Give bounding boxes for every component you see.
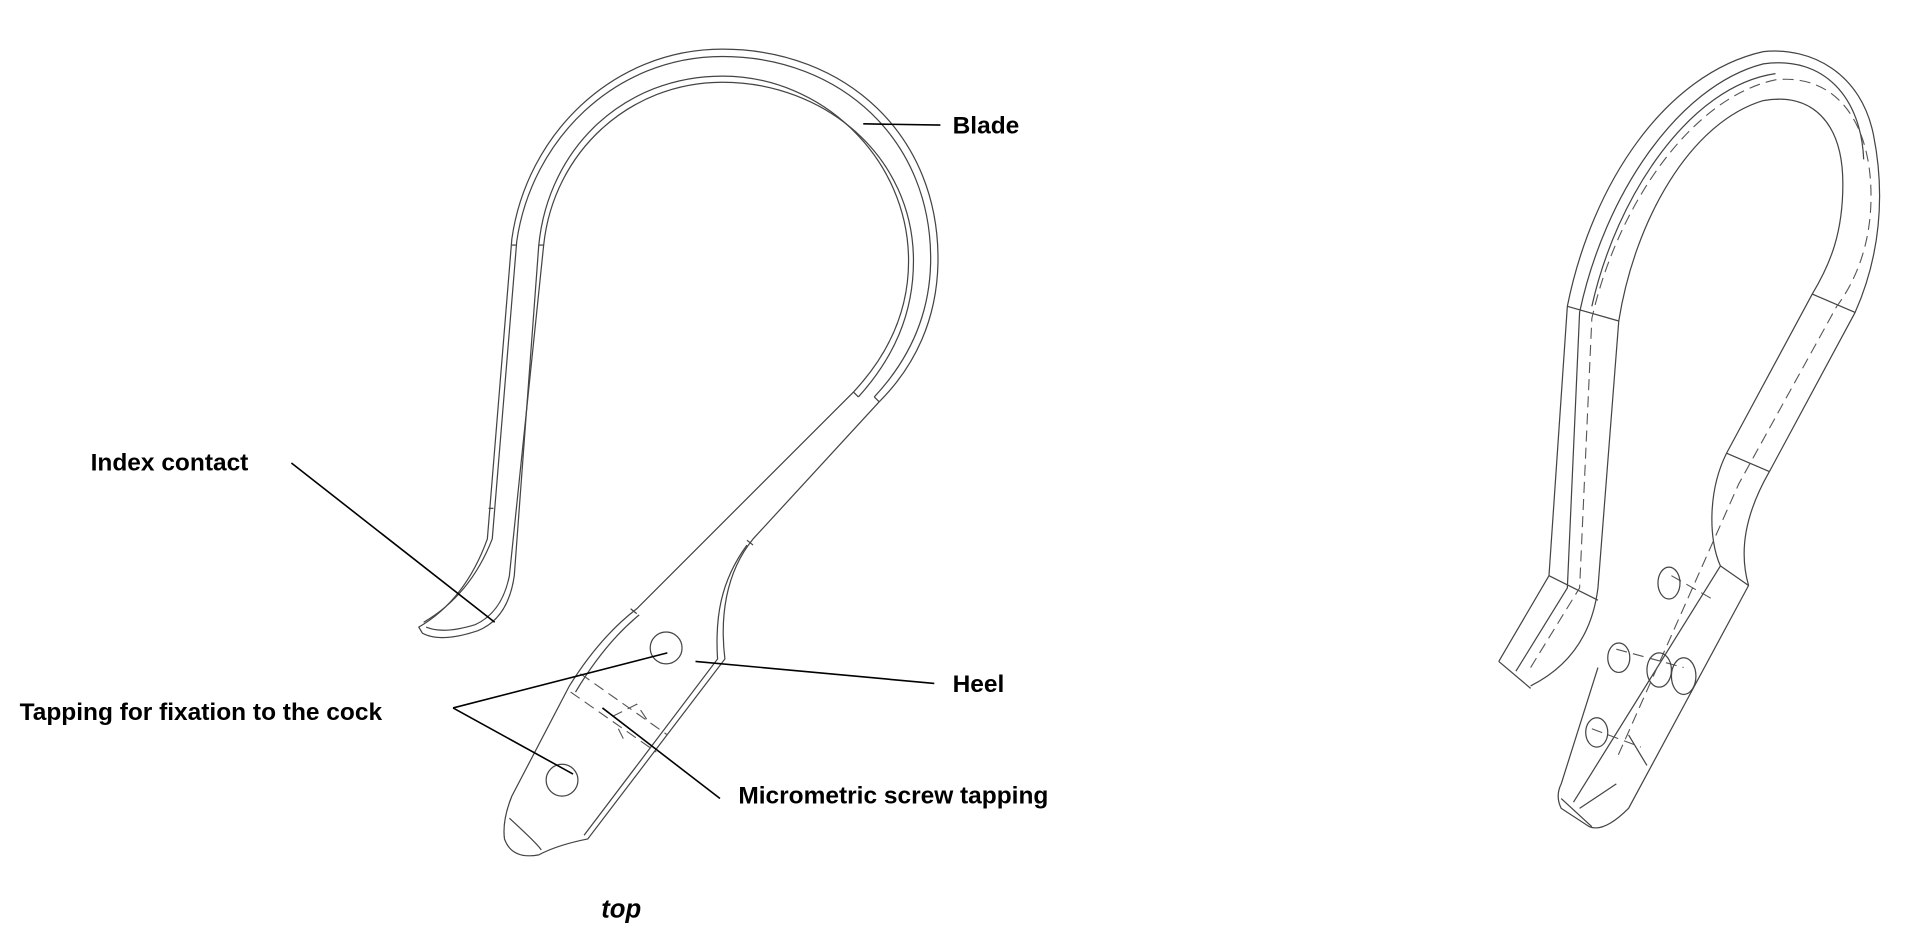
tick	[873, 396, 880, 403]
top-view-drawing	[417, 48, 939, 857]
iso-hole-upper	[1657, 566, 1681, 600]
tapping-leader-line-lower	[452, 707, 574, 775]
iso-hidden-lines	[1530, 78, 1872, 760]
iso-hole-lower	[1585, 717, 1609, 748]
heel-leader-line	[695, 660, 935, 685]
tapping-leader-line-upper	[452, 652, 668, 709]
iso-edge-lines	[1498, 62, 1865, 828]
isometric-view-drawing	[1498, 50, 1881, 829]
fixation-hole-upper	[649, 631, 683, 665]
tick	[853, 391, 859, 398]
caption-top: top	[601, 895, 641, 923]
fixation-hole-lower	[545, 763, 579, 797]
tick	[630, 608, 638, 615]
iso-screw-hole	[1646, 652, 1673, 688]
iso-inner-outline	[1530, 98, 1844, 803]
label-tapping: Tapping for fixation to the cock	[20, 699, 383, 726]
iso-outer-outline	[1498, 50, 1881, 829]
micrometric-screw-hidden-lines	[570, 673, 668, 753]
blade-inner-edge	[425, 81, 915, 631]
tick	[746, 539, 754, 546]
label-index-contact: Index contact	[91, 449, 249, 476]
blade-outer-outline	[417, 48, 939, 857]
label-heel: Heel	[953, 671, 1005, 698]
blade-inner-outline	[423, 55, 932, 623]
label-blade: Blade	[953, 113, 1020, 140]
label-micrometric: Micrometric screw tapping	[738, 782, 1048, 809]
index-contact-leader-line	[290, 462, 496, 623]
iso-screw-hole-end	[1670, 657, 1697, 696]
lower-arm-edge	[508, 544, 748, 851]
blade-leader-line	[863, 123, 941, 126]
iso-hole-middle	[1607, 642, 1631, 674]
micrometric-leader-line	[601, 707, 721, 800]
